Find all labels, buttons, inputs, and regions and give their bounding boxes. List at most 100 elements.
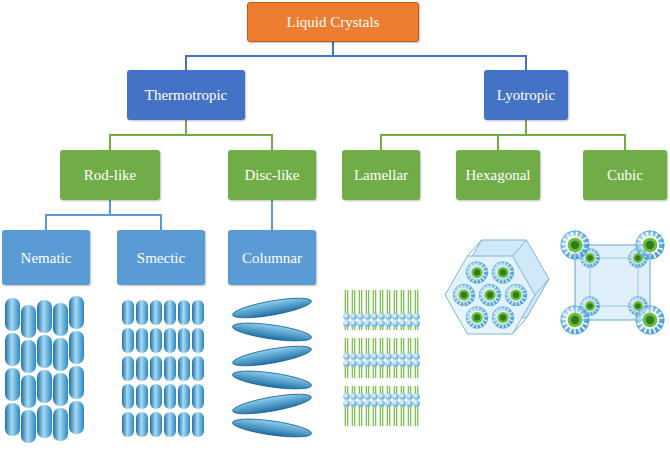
- subcategory-box: Lamellar: [342, 150, 420, 200]
- smectic-illustration-part: [178, 412, 190, 437]
- smectic-illustration-part: [150, 384, 162, 409]
- smectic-illustration-part: [164, 300, 176, 325]
- phase-box: Columnar: [228, 230, 316, 285]
- hexagonal-illustration-part: [505, 284, 527, 306]
- smectic-illustration-part: [192, 384, 204, 409]
- box-label: Liquid Crystals: [287, 13, 380, 31]
- columnar-illustration-part: [231, 342, 312, 370]
- box-label: Nematic: [21, 249, 72, 267]
- smectic-illustration: [122, 300, 204, 437]
- columnar-illustration-part: [231, 294, 312, 322]
- hexagonal-illustration-part: [445, 256, 535, 334]
- tree-connector: [498, 120, 526, 150]
- lamellar-illustration: [343, 290, 420, 426]
- box-label: Hexagonal: [466, 166, 531, 184]
- smectic-illustration-part: [164, 412, 176, 437]
- box-label: Columnar: [242, 249, 302, 267]
- hexagonal-illustration-part: [466, 307, 488, 329]
- smectic-illustration-part: [122, 356, 134, 381]
- columnar-illustration-part: [231, 416, 312, 441]
- smectic-illustration-part: [164, 328, 176, 353]
- smectic-illustration-part: [192, 328, 204, 353]
- nematic-illustration-part: [53, 408, 68, 441]
- smectic-illustration-part: [150, 300, 162, 325]
- nematic-illustration-part: [53, 373, 68, 406]
- tree-connector: [186, 42, 333, 70]
- smectic-illustration-part: [122, 328, 134, 353]
- smectic-illustration-part: [178, 328, 190, 353]
- hexagonal-illustration-part: [453, 284, 475, 306]
- hexagonal-illustration-part: [466, 262, 488, 284]
- box-label: Cubic: [607, 166, 643, 184]
- lamellar-illustration-part: [343, 338, 420, 378]
- nematic-illustration-part: [5, 333, 20, 366]
- root-box: Liquid Crystals: [247, 2, 419, 42]
- tree-connector: [110, 200, 161, 230]
- smectic-illustration-part: [122, 384, 134, 409]
- cubic-illustration: [561, 231, 664, 334]
- smectic-illustration-part: [150, 328, 162, 353]
- smectic-illustration-part: [136, 328, 148, 353]
- hexagonal-illustration: [445, 240, 549, 334]
- tree-connector: [526, 120, 625, 150]
- nematic-illustration-part: [69, 296, 84, 329]
- nematic-illustration-part: [5, 403, 20, 436]
- smectic-illustration-part: [164, 356, 176, 381]
- cubic-illustration-part: [636, 231, 664, 259]
- nematic-illustration-part: [21, 375, 36, 408]
- box-label: Lamellar: [354, 166, 408, 184]
- smectic-illustration-part: [122, 412, 134, 437]
- cubic-illustration-part: [575, 245, 650, 320]
- smectic-illustration-part: [192, 300, 204, 325]
- nematic-illustration-part: [69, 401, 84, 434]
- nematic-illustration-part: [37, 370, 52, 403]
- cubic-illustration-part: [561, 231, 589, 259]
- box-label: Disc-like: [245, 166, 300, 184]
- smectic-illustration-part: [150, 412, 162, 437]
- columnar-illustration-part: [231, 368, 312, 393]
- hexagonal-illustration-part: [468, 240, 482, 256]
- nematic-illustration-part: [21, 410, 36, 443]
- smectic-illustration-part: [136, 384, 148, 409]
- subcategory-box: Disc-like: [228, 150, 316, 200]
- columnar-illustration-part: [231, 390, 312, 418]
- smectic-illustration-part: [136, 356, 148, 381]
- tree-connector: [186, 120, 272, 150]
- hexagonal-illustration-part: [492, 307, 514, 329]
- nematic-illustration-part: [69, 331, 84, 364]
- smectic-illustration-part: [136, 300, 148, 325]
- category-box: Lyotropic: [484, 70, 568, 120]
- smectic-illustration-part: [178, 384, 190, 409]
- nematic-illustration-part: [21, 340, 36, 373]
- cubic-illustration-part: [636, 306, 664, 334]
- nematic-illustration: [5, 296, 84, 443]
- smectic-illustration-part: [122, 300, 134, 325]
- hexagonal-illustration-part: [479, 284, 501, 306]
- cubic-illustration-part: [561, 306, 589, 334]
- box-label: Lyotropic: [497, 86, 555, 104]
- hexagonal-illustration-part: [513, 240, 527, 256]
- smectic-illustration-part: [150, 356, 162, 381]
- tree-connector: [110, 120, 186, 150]
- nematic-illustration-part: [37, 335, 52, 368]
- subcategory-box: Hexagonal: [456, 150, 540, 200]
- category-box: Thermotropic: [127, 70, 245, 120]
- nematic-illustration-part: [37, 300, 52, 333]
- tree-connector: [381, 120, 526, 150]
- nematic-illustration-part: [5, 368, 20, 401]
- nematic-illustration-part: [53, 338, 68, 371]
- nematic-illustration-part: [5, 298, 20, 331]
- hexagonal-illustration-part: [492, 262, 514, 284]
- columnar-illustration: [231, 294, 312, 440]
- cubic-illustration-part: [590, 258, 638, 306]
- tree-connector: [46, 200, 110, 230]
- smectic-illustration-part: [178, 300, 190, 325]
- nematic-illustration-part: [53, 303, 68, 336]
- smectic-illustration-part: [164, 384, 176, 409]
- nematic-illustration-part: [21, 305, 36, 338]
- nematic-illustration-part: [69, 366, 84, 399]
